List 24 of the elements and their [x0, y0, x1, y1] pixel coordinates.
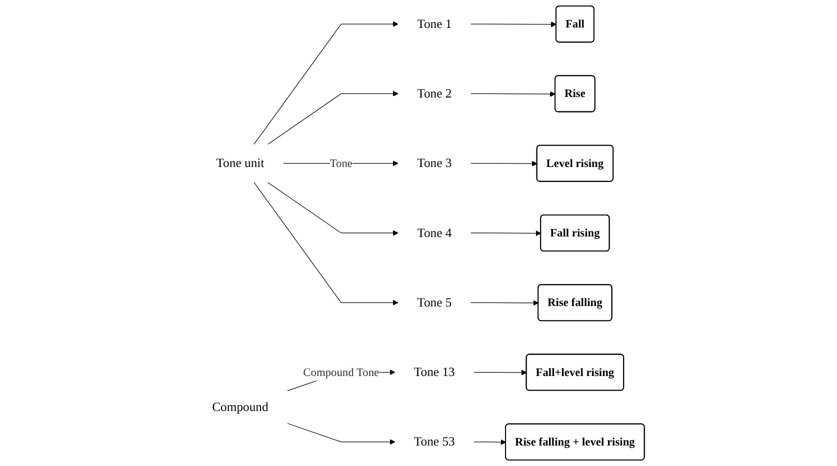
node-text: Tone 53 [414, 434, 455, 449]
arrow [286, 423, 395, 445]
arrow [470, 91, 556, 97]
node-text: Tone 5 [416, 296, 452, 310]
node-text: Tone 3 [416, 156, 452, 170]
node-text: Tone 4 [416, 226, 452, 240]
edge-label: Tone [330, 156, 352, 170]
arrow [267, 182, 398, 236]
arrow [470, 22, 556, 28]
edge-label: Compound Tone [302, 366, 379, 378]
arrow [473, 439, 506, 445]
arrow [470, 300, 538, 306]
arrow [470, 160, 538, 166]
node-text: Tone 2 [416, 86, 452, 101]
node-text: Tone 13 [414, 365, 455, 380]
node-text: Compound [212, 400, 268, 414]
arrow [267, 90, 398, 145]
arrow [473, 370, 527, 376]
node-text: Tone 1 [416, 17, 452, 32]
node-text: Tone unit [216, 156, 264, 170]
arrow [470, 230, 541, 236]
arrow [253, 182, 398, 306]
arrow [253, 21, 398, 145]
arrow [282, 160, 398, 166]
